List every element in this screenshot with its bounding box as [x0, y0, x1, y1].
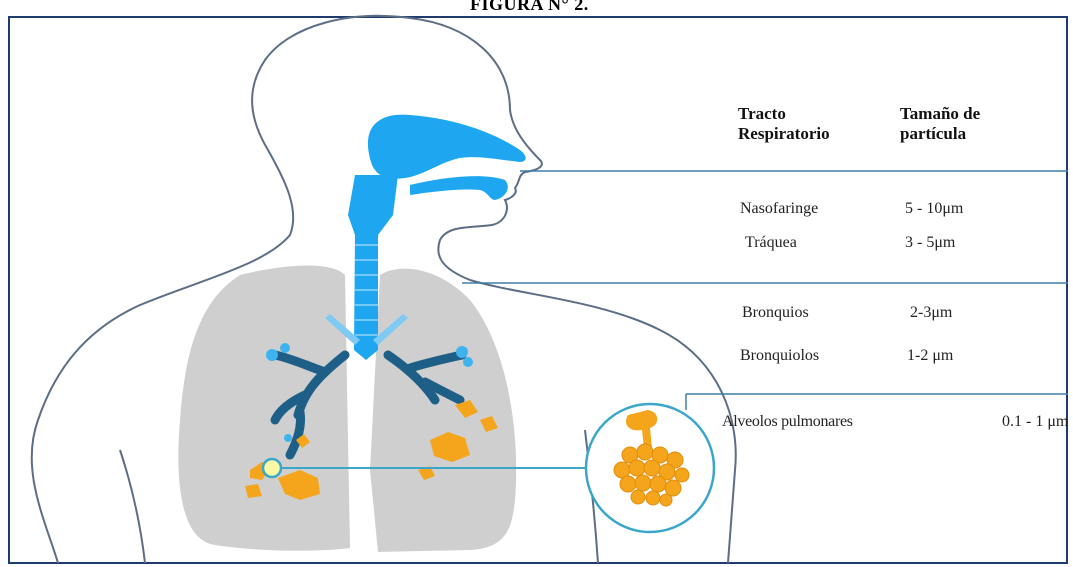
- row-region-bronquiolos: Bronquiolos: [740, 347, 819, 365]
- header-tract-line1: Tracto: [738, 104, 830, 124]
- row-size-bronquiolos: 1-2 μm: [907, 347, 953, 365]
- mouth-cavity: [410, 176, 508, 200]
- header-size: Tamaño de partícula: [900, 104, 980, 144]
- header-tract: Tracto Respiratorio: [738, 104, 830, 144]
- row-size-alveolos: 0.1 - 1 μm: [1002, 413, 1068, 431]
- header-size-line2: partícula: [900, 124, 980, 144]
- row-size-bronquios: 2-3μm: [910, 304, 952, 322]
- right-lung: [370, 269, 516, 552]
- row-region-alveolos: Alveolos pulmonares: [722, 413, 853, 431]
- row-region-nasofaringe: Nasofaringe: [740, 200, 818, 218]
- header-size-line1: Tamaño de: [900, 104, 980, 124]
- row-size-nasofaringe: 5 - 10μm: [905, 200, 963, 218]
- nasal-cavity: [368, 115, 526, 179]
- callout-marker: [263, 459, 281, 477]
- header-tract-line2: Respiratorio: [738, 124, 830, 144]
- row-size-traquea: 3 - 5μm: [905, 234, 955, 252]
- left-lung: [178, 266, 350, 551]
- row-region-bronquios: Bronquios: [742, 304, 809, 322]
- row-region-traquea: Tráquea: [745, 234, 797, 252]
- left-arm-line: [120, 450, 145, 563]
